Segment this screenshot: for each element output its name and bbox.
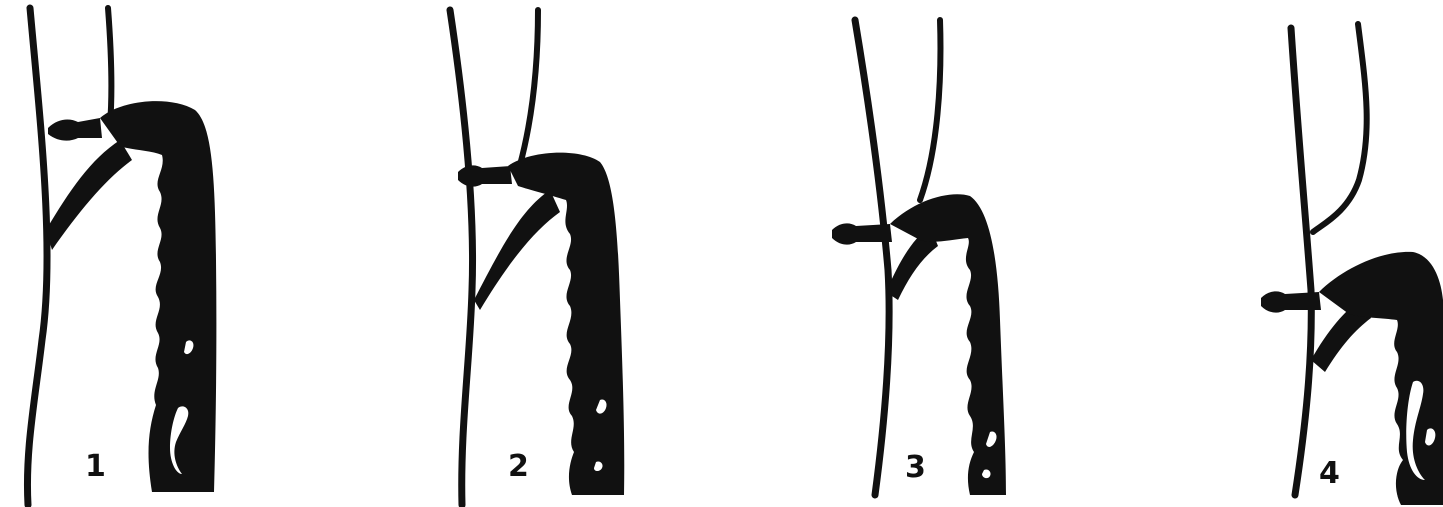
stage-2: 2 (420, 0, 780, 507)
peduncle-knob (832, 223, 892, 244)
inner-stem (920, 20, 940, 200)
stalk-branch (474, 190, 560, 310)
inner-stem (108, 8, 111, 125)
stage-4: 4 (1083, 0, 1443, 507)
inner-stem (520, 10, 538, 165)
stage-1-drawing (0, 0, 360, 507)
peduncle-knob (48, 118, 102, 141)
stage-3-label: 3 (905, 453, 926, 483)
stage-4-drawing (1083, 0, 1443, 507)
inner-stem (1313, 24, 1367, 232)
peduncle-knob (458, 165, 512, 186)
stage-1-label: 1 (85, 452, 106, 482)
outer-stem (1291, 28, 1311, 495)
outer-stem (450, 10, 473, 505)
fruit-body (508, 153, 624, 495)
outer-stem (855, 20, 889, 495)
stage-1: 1 (0, 0, 360, 507)
outer-stem (27, 8, 47, 505)
stage-4-label: 4 (1319, 459, 1340, 489)
stage-2-label: 2 (508, 452, 529, 482)
stage-2-drawing (420, 0, 780, 507)
peduncle-knob (1261, 291, 1321, 312)
stalk-branch (46, 140, 132, 250)
